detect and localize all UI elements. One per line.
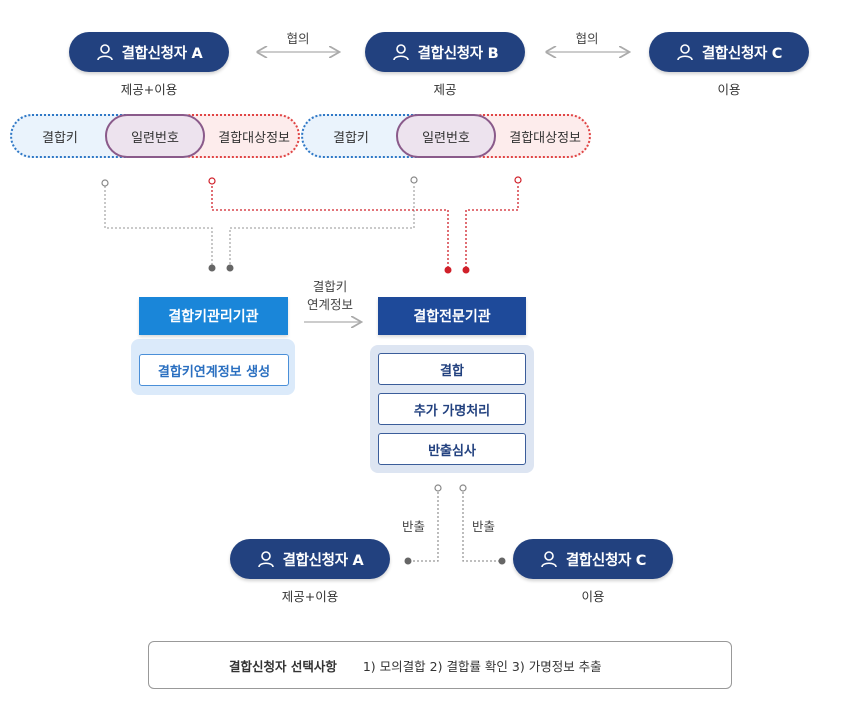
target-dot-a [444,266,452,274]
role-b-top: 제공 [433,82,457,97]
role-a-bottom: 제공+이용 [281,589,339,604]
person-icon [392,43,410,61]
serial-number-bubble: 일련번호 [396,114,496,158]
consult-label-bc: 협의 [575,31,599,46]
target-line-b [465,186,519,270]
expert-agency-title: 결합전문기관 [378,297,526,335]
key-line-b [229,186,415,267]
options-title: 결합신청자 선택사항 [229,658,337,674]
target-line-a [211,186,449,270]
key-agency-task: 결합키연계정보 생성 [139,354,289,386]
consult-label-ab: 협의 [286,31,310,46]
applicant-options-box: 결합신청자 선택사항 1) 모의결합 2) 결합률 확인 3) 가명정보 추출 [148,641,732,689]
person-icon [257,550,275,568]
person-icon [676,43,694,61]
person-icon [540,550,558,568]
role-c-bottom: 이용 [581,589,605,604]
key-dot-b [226,264,234,272]
applicant-name: 결합신청자 A [121,45,203,62]
applicant-name: 결합신청자 C [701,45,783,62]
data-group-a: 결합키 결합대상정보 일련번호 [10,114,300,158]
link-info-label: 결합키 연계정보 [306,279,353,312]
key-agency-title: 결합키관리기관 [139,297,288,335]
applicant-c-bottom: 결합신청자 C [513,539,673,579]
data-group-b: 결합키 결합대상정보 일련번호 [301,114,591,158]
role-c-top: 이용 [717,82,741,97]
expert-task-pseudonymize: 추가 가명처리 [378,393,526,425]
export-label-c: 반출 [472,519,496,534]
export-line-c [462,492,500,562]
role-a-top: 제공+이용 [120,82,178,97]
applicant-c-top: 결합신청자 C [649,32,809,72]
serial-number-bubble: 일련번호 [105,114,205,158]
target-dot-b [462,266,470,274]
applicant-name: 결합신청자 C [565,552,647,569]
applicant-name: 결합신청자 A [282,552,364,569]
applicant-b-top: 결합신청자 B [365,32,525,72]
export-line-a [410,492,439,562]
options-items: 1) 모의결합 2) 결합률 확인 3) 가명정보 추출 [362,658,602,674]
key-line-a [104,186,213,267]
key-dot-a [208,264,216,272]
applicant-name: 결합신청자 B [417,45,499,62]
expert-task-export-review: 반출심사 [378,433,526,465]
export-dot-a [404,557,412,565]
export-dot-c [498,557,506,565]
export-label-a: 반출 [402,519,426,534]
person-icon [96,43,114,61]
applicant-a-top: 결합신청자 A [69,32,229,72]
applicant-a-bottom: 결합신청자 A [230,539,390,579]
expert-task-combine: 결합 [378,353,526,385]
